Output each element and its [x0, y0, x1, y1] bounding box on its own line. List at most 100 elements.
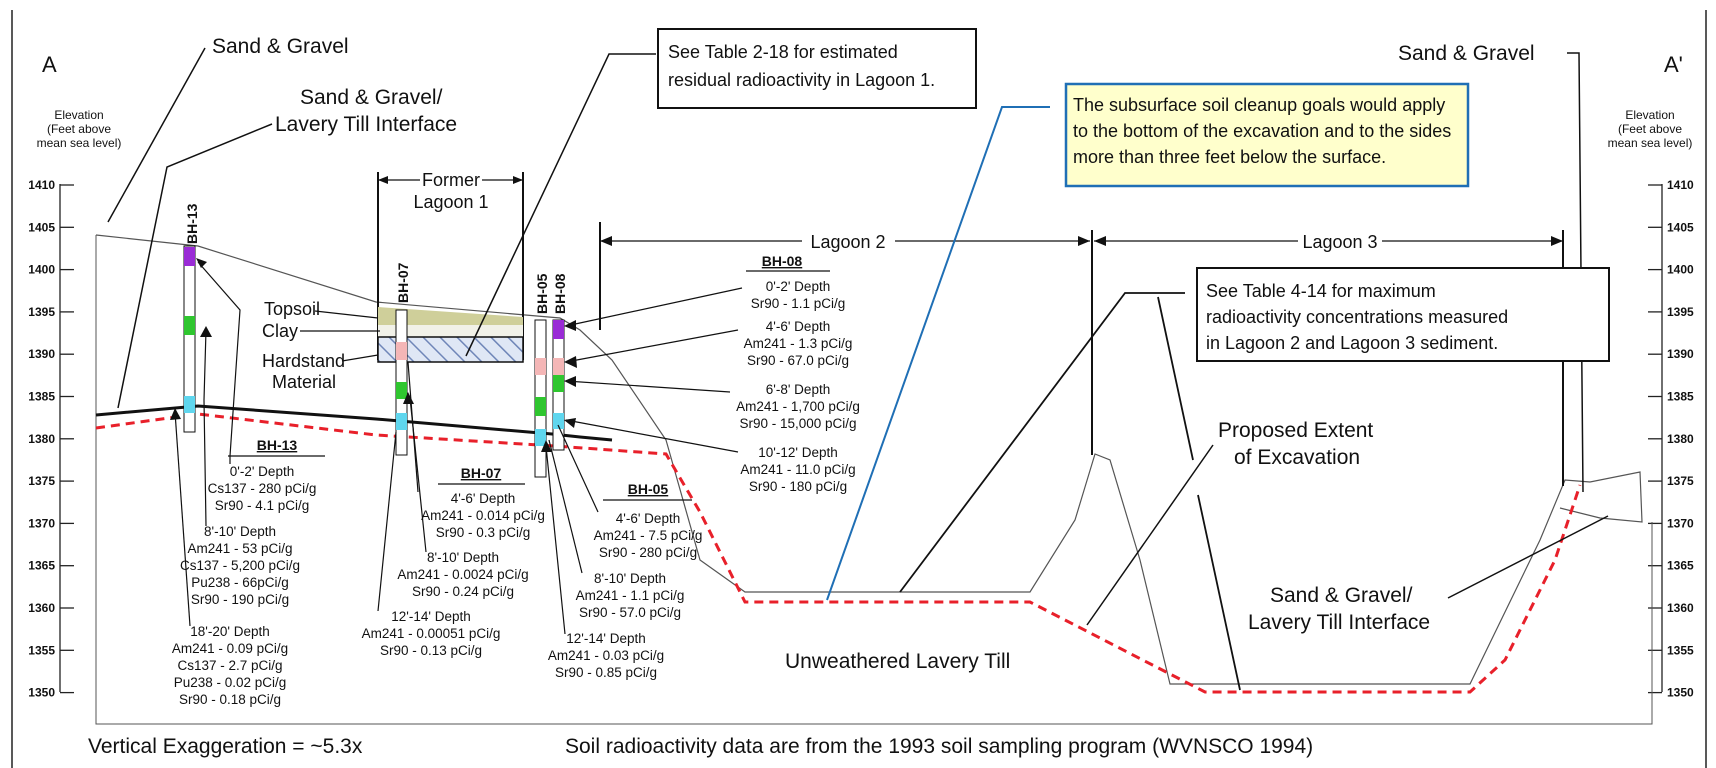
- svg-text:BH-05: BH-05: [628, 481, 669, 497]
- left-tick-label: 1360: [28, 601, 55, 615]
- svg-text:BH-08: BH-08: [552, 273, 568, 314]
- svg-text:BH-08: BH-08: [762, 253, 803, 269]
- svg-text:Pu238 - 0.02 pCi/g: Pu238 - 0.02 pCi/g: [174, 675, 287, 690]
- excavation-label-line2: of Excavation: [1234, 446, 1360, 469]
- svg-text:Am241 - 0.0024 pCi/g: Am241 - 0.0024 pCi/g: [397, 567, 528, 582]
- svg-text:BH-07: BH-07: [395, 262, 411, 303]
- right-tick-label: 1365: [1667, 559, 1694, 573]
- left-tick-label: 1375: [28, 474, 55, 488]
- svg-text:12'-14' Depth: 12'-14' Depth: [391, 609, 470, 624]
- right-tick-label: 1385: [1667, 390, 1694, 404]
- svg-text:8'-10' Depth: 8'-10' Depth: [427, 550, 499, 565]
- lagoon3-label: Lagoon 3: [1302, 232, 1377, 252]
- svg-text:Am241 - 0.03 pCi/g: Am241 - 0.03 pCi/g: [548, 648, 664, 663]
- callout-cleanup-leader: [826, 106, 1050, 601]
- section-label-a: A: [42, 52, 57, 77]
- unweathered-till-label: Unweathered Lavery Till: [785, 650, 1010, 673]
- svg-text:BH-07: BH-07: [461, 465, 502, 481]
- borehole-bh08: BH-08: [552, 273, 568, 451]
- right-tick-label: 1405: [1667, 220, 1694, 234]
- svg-text:Am241 - 53 pCi/g: Am241 - 53 pCi/g: [187, 541, 292, 556]
- svg-text:mean sea level): mean sea level): [1608, 136, 1693, 150]
- right-tick-label: 1410: [1667, 178, 1694, 192]
- excavation-line: [95, 412, 1582, 694]
- callout-cleanup-line3: more than three feet below the surface.: [1073, 147, 1386, 167]
- callout-table-4-14-line2: radioactivity concentrations measured: [1206, 307, 1508, 327]
- right-tick-label: 1400: [1667, 263, 1694, 277]
- svg-text:Cs137 - 280 pCi/g: Cs137 - 280 pCi/g: [208, 481, 317, 496]
- svg-text:12'-14' Depth: 12'-14' Depth: [566, 631, 645, 646]
- svg-text:Am241 - 7.5 pCi/g: Am241 - 7.5 pCi/g: [594, 528, 703, 543]
- lagoon2-label: Lagoon 2: [810, 232, 885, 252]
- right-axis-ticks: 1410140514001395139013851380137513701365…: [1648, 178, 1694, 700]
- section-boundary: [95, 235, 1653, 725]
- svg-text:4'-6' Depth: 4'-6' Depth: [766, 319, 830, 334]
- left-tick-label: 1395: [28, 305, 55, 319]
- callout-cleanup-goals: [1064, 82, 1470, 188]
- left-tick-label: 1400: [28, 263, 55, 277]
- clay-label: Clay: [262, 321, 298, 341]
- svg-text:Sr90 - 190 pCi/g: Sr90 - 190 pCi/g: [191, 592, 289, 607]
- right-tick-label: 1350: [1667, 686, 1694, 700]
- svg-text:0'-2' Depth: 0'-2' Depth: [230, 464, 294, 479]
- elevation-label-right: Elevation (Feet above mean sea level): [1608, 108, 1693, 150]
- svg-text:Am241 - 0.00051 pCi/g: Am241 - 0.00051 pCi/g: [362, 626, 501, 641]
- elevation-label-left: Elevation (Feet above mean sea level): [37, 108, 122, 150]
- vertical-exaggeration-note: Vertical Exaggeration = ~5.3x: [88, 735, 363, 758]
- interface-label-right-line1: Sand & Gravel/: [1270, 584, 1413, 607]
- interface-label-left-line1: Sand & Gravel/: [300, 86, 443, 109]
- topsoil-label: Topsoil: [264, 299, 320, 319]
- svg-text:Sr90 - 4.1 pCi/g: Sr90 - 4.1 pCi/g: [215, 498, 310, 513]
- svg-text:Am241 - 1.3 pCi/g: Am241 - 1.3 pCi/g: [744, 336, 853, 351]
- borehole-bh07: BH-07: [395, 262, 411, 456]
- svg-text:Sr90 - 280 pCi/g: Sr90 - 280 pCi/g: [599, 545, 697, 560]
- callout-cleanup-line1: The subsurface soil cleanup goals would …: [1073, 95, 1445, 115]
- sand-gravel-label-left: Sand & Gravel: [212, 35, 349, 58]
- left-axis-ticks: 1410140514001395139013851380137513701365…: [28, 178, 74, 700]
- interface-label-right-line2: Lavery Till Interface: [1248, 611, 1430, 634]
- section-label-a-prime: A': [1664, 52, 1683, 77]
- svg-text:8'-10' Depth: 8'-10' Depth: [204, 524, 276, 539]
- svg-text:Sr90 - 0.3 pCi/g: Sr90 - 0.3 pCi/g: [436, 525, 531, 540]
- svg-text:Cs137 - 5,200 pCi/g: Cs137 - 5,200 pCi/g: [180, 558, 300, 573]
- left-tick-label: 1405: [28, 220, 55, 234]
- svg-text:Sr90 - 67.0 pCi/g: Sr90 - 67.0 pCi/g: [747, 353, 849, 368]
- right-tick-label: 1375: [1667, 474, 1694, 488]
- svg-text:(Feet above: (Feet above: [1618, 122, 1682, 136]
- svg-text:BH-13: BH-13: [257, 437, 298, 453]
- svg-text:Cs137 - 2.7 pCi/g: Cs137 - 2.7 pCi/g: [177, 658, 282, 673]
- svg-text:6'-8' Depth: 6'-8' Depth: [766, 382, 830, 397]
- svg-text:Sr90 - 180 pCi/g: Sr90 - 180 pCi/g: [749, 479, 847, 494]
- svg-text:Am241 - 1,700 pCi/g: Am241 - 1,700 pCi/g: [736, 399, 860, 414]
- interface-label-left-line2: Lavery Till Interface: [275, 113, 457, 136]
- left-tick-label: 1350: [28, 686, 55, 700]
- svg-text:Am241 - 1.1 pCi/g: Am241 - 1.1 pCi/g: [576, 588, 685, 603]
- svg-text:18'-20' Depth: 18'-20' Depth: [190, 624, 269, 639]
- lagoon1-label-line1: Former: [422, 170, 480, 190]
- right-tick-label: 1355: [1667, 643, 1694, 657]
- svg-text:Elevation: Elevation: [1625, 108, 1674, 122]
- left-tick-label: 1355: [28, 643, 55, 657]
- svg-text:8'-10' Depth: 8'-10' Depth: [594, 571, 666, 586]
- interface-leader-right: [1447, 515, 1609, 599]
- right-tick-label: 1380: [1667, 432, 1694, 446]
- right-tick-label: 1360: [1667, 601, 1694, 615]
- svg-text:BH-13: BH-13: [184, 203, 200, 244]
- lagoon2-span: [599, 222, 1090, 330]
- callout-table-4-14-line1: See Table 4-14 for maximum: [1206, 281, 1436, 301]
- svg-text:10'-12' Depth: 10'-12' Depth: [758, 445, 837, 460]
- borehole-bh13: BH-13: [183, 203, 200, 433]
- svg-text:BH-05: BH-05: [534, 273, 550, 314]
- hardstand-label-line1: Hardstand: [262, 351, 345, 371]
- callout-table-2-18-line2: residual radioactivity in Lagoon 1.: [668, 70, 935, 90]
- data-source-note: Soil radioactivity data are from the 199…: [565, 735, 1313, 758]
- left-tick-label: 1380: [28, 432, 55, 446]
- svg-text:Sr90 - 15,000 pCi/g: Sr90 - 15,000 pCi/g: [739, 416, 856, 431]
- lagoon1-label-line2: Lagoon 1: [413, 192, 488, 212]
- left-tick-label: 1410: [28, 178, 55, 192]
- sand-gravel-label-right: Sand & Gravel: [1398, 42, 1535, 65]
- excavation-leader: [1086, 444, 1214, 626]
- svg-text:Sr90 - 0.85 pCi/g: Sr90 - 0.85 pCi/g: [555, 665, 657, 680]
- bh07-annotations: BH-07 4'-6' Depth Am241 - 0.014 pCi/g Sr…: [362, 361, 545, 658]
- callout-table-2-18-leader: [465, 53, 656, 357]
